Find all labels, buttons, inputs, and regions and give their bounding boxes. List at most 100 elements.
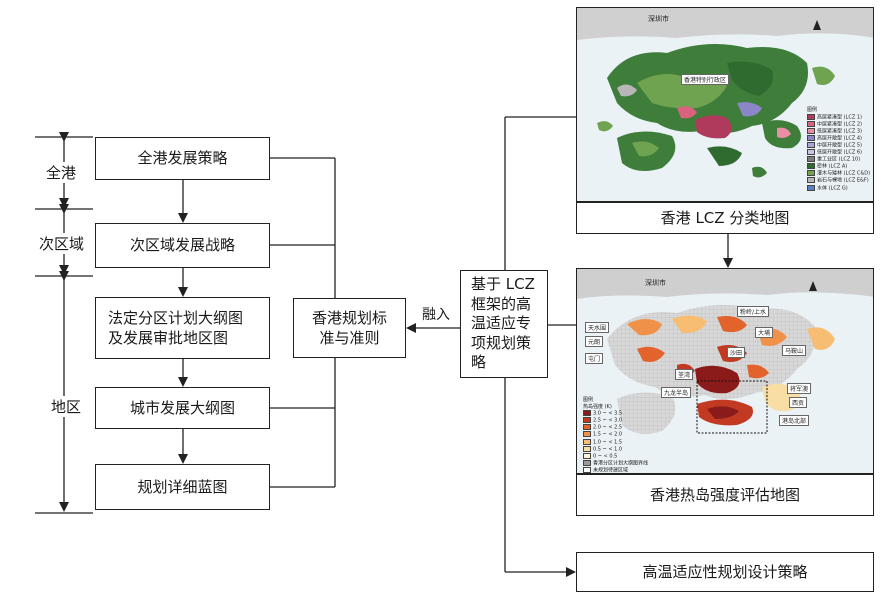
map1-legend-row: 高层开敞型 (LCZ 4) [807, 134, 870, 142]
plan-box-outline-development-plan: 城市发展大纲图 [95, 387, 270, 429]
map2-legend-row: 0.5 ~ < 1.0 [583, 445, 648, 453]
map2-place-label: 屯门 [585, 353, 604, 364]
map2-legend-row: 0 ~ < 0.5 [583, 452, 648, 460]
map1-legend-swatch [807, 120, 815, 127]
map2-legend-label: 1.5 ~ < 2.0 [593, 431, 623, 438]
map2-legend-swatch [583, 466, 591, 473]
map2-legend-row: 2.0 ~ < 2.5 [583, 424, 648, 431]
plan-label: 规划详细蓝图 [137, 477, 228, 496]
map1-legend-swatch [807, 156, 815, 163]
map2-legend-row: 1.5 ~ < 2.0 [583, 431, 648, 438]
plan-box-territorial-strategy: 全港发展策略 [95, 137, 270, 180]
map2-place-label: 西贡 [789, 397, 808, 408]
map1-legend: 图例 高层紧凑型 (LCZ 1)中层紧凑型 (LCZ 2)低层紧凑型 (LCZ … [807, 107, 870, 192]
plan-box-subregional-strategy: 次区域发展战略 [95, 223, 270, 268]
map2-place-label: 港岛北部 [779, 415, 810, 426]
strategy-label: 基于 LCZ 框架的高 温适应专 项规划策 略 [471, 275, 535, 372]
map2-place-label: 大埔 [755, 327, 774, 338]
map2-caption: 香港热岛强度评估地图 [649, 485, 800, 504]
map2-legend-swatch [583, 417, 591, 424]
map1-city-label: 深圳市 [648, 15, 669, 23]
map2-legend-label: 2.0 ~ < 2.5 [593, 424, 623, 431]
map1-legend-row: 密林 (LCZ A) [807, 163, 870, 170]
map2-place-label: 沙田 [727, 347, 746, 358]
map1-legend-label: 密林 (LCZ A) [817, 163, 848, 170]
map2-city-label: 深圳市 [645, 279, 666, 287]
map2-legend-swatch [583, 459, 591, 466]
map2-legend-title: 图例 [583, 397, 594, 403]
map1-legend-label: 岩石与裸地 (LCZ E&F) [817, 177, 869, 184]
map2-legend-label: 香港分区计划大纲图界线 [593, 460, 649, 467]
standards-guidelines-box: 香港规划标 准与准则 [293, 298, 406, 358]
map2-place-label: 荃湾 [675, 369, 694, 380]
map2-place-label: 马鞍山 [782, 345, 807, 356]
map1-legend-label: 重工业区 (LCZ 10) [817, 156, 861, 163]
lcz-map-caption: 香港 LCZ 分类地图 [576, 202, 874, 234]
map1-legend-row: 中层开敞型 (LCZ 5) [807, 141, 870, 149]
plan-label: 次区域发展战略 [129, 236, 235, 255]
map1-legend-swatch [807, 149, 815, 156]
map1-legend-title: 图例 [807, 107, 818, 113]
map2-legend-swatch [583, 431, 591, 438]
map1-legend-label: 高层紧凑型 (LCZ 1) [817, 114, 862, 121]
map2-place-label: 天水围 [585, 322, 610, 333]
lcz-classification-map: 深圳市 香港特别行政区 图例 高层紧凑型 (LCZ 1)中层紧凑型 (LCZ 2… [576, 7, 874, 202]
heat-island-map: 深圳市 天水围 元朗 屯门 荃湾 沙田 马鞍山 粉岭/上水 大埔 将军澳 西贡 … [576, 268, 874, 474]
final-label: 高温适应性规划设计策略 [642, 562, 808, 581]
map1-region-label: 香港特别行政区 [681, 74, 730, 85]
map2-legend-swatch [583, 410, 591, 417]
standards-label: 香港规划标 准与准则 [311, 308, 387, 347]
plan-box-outline-zoning-plan: 法定分区计划大纲图 及发展审批地区图 [95, 297, 270, 359]
map1-legend-row: 低层紧凑型 (LCZ 3) [807, 127, 870, 135]
map1-legend-row: 水体 (LCZ G) [807, 184, 870, 192]
map1-legend-swatch [807, 141, 815, 148]
map1-legend-row: 重工业区 (LCZ 10) [807, 156, 870, 163]
map2-place-label: 粉岭/上水 [737, 306, 770, 317]
map1-legend-label: 中层开敞型 (LCZ 5) [817, 142, 862, 149]
map1-legend-swatch [807, 134, 815, 141]
map2-place-label: 元朗 [585, 336, 604, 347]
map2-legend-row: 2.5 ~ < 3.0 [583, 417, 648, 424]
lcz-strategy-box: 基于 LCZ 框架的高 温适应专 项规划策 略 [460, 270, 548, 378]
map2-legend-label: 未规划待建区域 [593, 467, 629, 474]
map1-legend-label: 中层紧凑型 (LCZ 2) [817, 121, 862, 128]
lcz-map-graphic [577, 8, 873, 201]
map1-legend-label: 灌木与矮林 (LCZ C&D) [817, 170, 871, 177]
plan-label: 城市发展大纲图 [129, 398, 235, 417]
plan-label: 法定分区计划大纲图 及发展审批地区图 [108, 308, 244, 347]
map2-legend-swatch [583, 438, 591, 445]
map1-legend-label: 水体 (LCZ G) [817, 185, 848, 192]
plan-box-layout-plan: 规划详细蓝图 [95, 464, 270, 510]
map2-legend-swatch [583, 445, 591, 452]
map1-legend-row: 低层开敞型 (LCZ 6) [807, 149, 870, 156]
map1-legend-swatch [807, 163, 815, 170]
map1-legend-swatch [807, 170, 815, 177]
map2-legend-label: 2.5 ~ < 3.0 [593, 417, 623, 424]
map2-legend-label: 1.0 ~ < 1.5 [593, 439, 623, 446]
map2-legend-row: 未规划待建区域 [583, 466, 648, 474]
map1-legend-swatch [807, 113, 815, 120]
adaptive-design-strategy-box: 高温适应性规划设计策略 [576, 552, 874, 592]
map1-legend-swatch [807, 184, 815, 191]
map1-legend-row: 灌木与矮林 (LCZ C&D) [807, 170, 870, 177]
map2-legend-subtitle: 热岛强度 (K) [583, 403, 612, 410]
map2-legend-swatch [583, 452, 591, 459]
map1-legend-swatch [807, 127, 815, 134]
map1-legend-row: 岩石与裸地 (LCZ E&F) [807, 177, 870, 184]
heat-map-caption: 香港热岛强度评估地图 [576, 474, 874, 516]
level-label-territory: 全港 [44, 162, 79, 183]
level-label-district: 地区 [49, 396, 84, 417]
map2-place-label: 将军澳 [787, 383, 812, 394]
map1-legend-label: 高层开敞型 (LCZ 4) [817, 135, 862, 142]
integrate-label: 融入 [420, 304, 452, 324]
map2-legend-label: 3.0 ~ < 3.5 [593, 410, 623, 417]
map1-legend-row: 中层紧凑型 (LCZ 2) [807, 120, 870, 128]
map1-legend-label: 低层开敞型 (LCZ 6) [817, 149, 862, 156]
map1-caption: 香港 LCZ 分类地图 [660, 208, 790, 227]
map2-legend-label: 0.5 ~ < 1.0 [593, 446, 623, 453]
plan-label: 全港发展策略 [137, 149, 228, 168]
map2-legend-label: 0 ~ < 0.5 [593, 453, 618, 460]
map2-legend-row: 香港分区计划大纲图界线 [583, 459, 649, 467]
